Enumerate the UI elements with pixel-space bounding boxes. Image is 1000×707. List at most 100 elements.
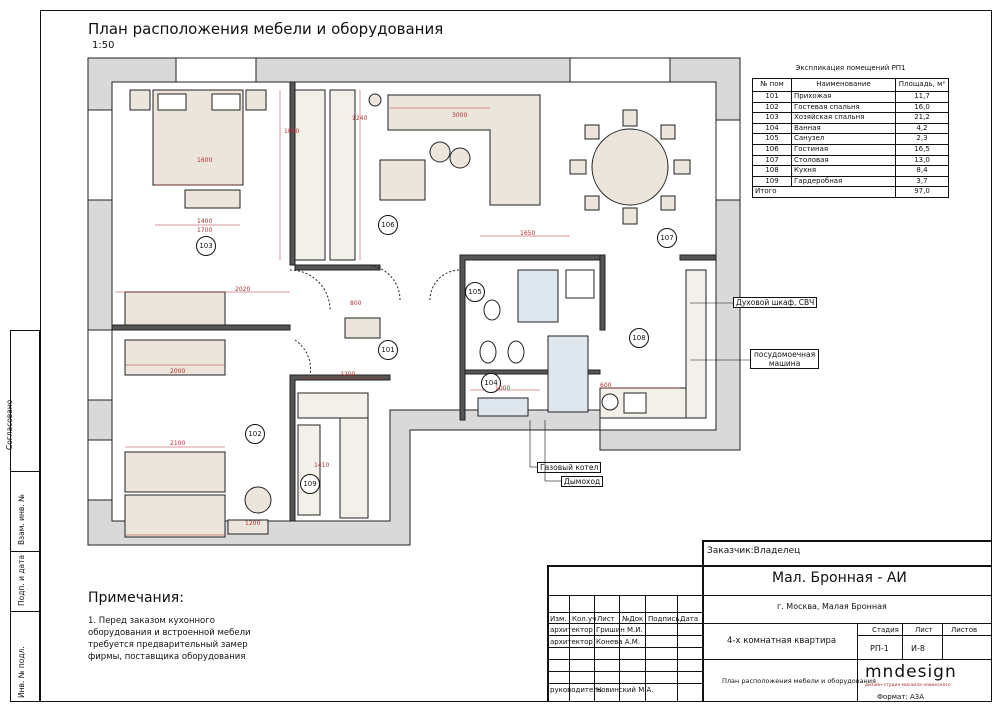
dim-label: 1240: [352, 115, 368, 122]
cell-num: 104: [752, 122, 792, 135]
col-header: Площадь, м²: [895, 78, 949, 92]
room-number: 109: [300, 474, 320, 494]
cell-num: 107: [752, 154, 792, 167]
cell-name: Гостевая спальня: [791, 101, 896, 114]
cell-area: 13,0: [895, 154, 949, 167]
cell-num: 108: [752, 165, 792, 177]
drawing-frame: [40, 10, 992, 702]
window: [175, 57, 257, 83]
room-number: 102: [245, 424, 265, 444]
drawing-scale: 1:50: [92, 40, 115, 51]
table-header-row: № пом Наименование Площадь, м²: [752, 78, 949, 92]
cell-name: Гардеробная: [791, 175, 896, 188]
desk: [124, 291, 226, 326]
explication-table: Экспликация помещений РП1 № пом Наименов…: [752, 58, 949, 198]
window: [715, 119, 741, 201]
bidet: [507, 340, 525, 364]
round-table: [244, 486, 272, 514]
bench: [184, 189, 241, 209]
dim-label: 1860: [284, 128, 300, 135]
partition: [289, 81, 381, 271]
bathtub: [547, 335, 589, 413]
cell-name: Прихожая: [791, 91, 896, 103]
side-cell-agreed: [11, 331, 39, 472]
wardrobe: [329, 89, 356, 261]
dim-label: 2200: [340, 371, 356, 378]
cell-area: 3,7: [895, 175, 949, 188]
room-number: 105: [465, 282, 485, 302]
dim-label: 2000: [170, 368, 186, 375]
dim-label: 1410: [314, 462, 330, 469]
cell-name: Столовая: [791, 154, 896, 167]
cell-num: 101: [752, 91, 792, 103]
total-value: 97,0: [895, 186, 949, 198]
total-label: Итого: [752, 186, 896, 198]
dim-label: 2100: [170, 440, 186, 447]
room-number: 104: [481, 373, 501, 393]
bed-guest: [124, 494, 226, 538]
name-2: Конева А.М.: [596, 638, 641, 646]
cell-name: Ванная: [791, 122, 896, 135]
wardrobe: [294, 89, 326, 261]
notes-text: 1. Перед заказом кухонного оборудования …: [88, 616, 251, 662]
col-sign: Подпись: [648, 615, 680, 623]
dim-label: 600: [600, 382, 612, 389]
sheet-value: И-8: [911, 644, 925, 653]
cell-area: 4,2: [895, 122, 949, 135]
callout-boiler: Газовый котел: [537, 462, 602, 473]
table-total-row: Итого 97,0: [752, 186, 949, 198]
toilet: [483, 299, 501, 321]
col-qty: Кол.уч: [572, 615, 597, 623]
explication-caption: Экспликация помещений РП1: [795, 64, 906, 72]
partition: [599, 254, 606, 331]
role-3: руководитель: [550, 686, 602, 694]
dim-label: 800: [350, 300, 362, 307]
col-header: Наименование: [791, 78, 896, 92]
kitchen-counter: [685, 269, 707, 419]
room-number: 103: [196, 236, 216, 256]
sheets-label: Листов: [951, 626, 978, 634]
hob: [623, 392, 647, 414]
paper-format: Формат: А3А: [877, 693, 925, 701]
project-name: Мал. Бронная - АИ: [772, 570, 907, 586]
dim-label: 3000: [452, 112, 468, 119]
room-number: 101: [378, 340, 398, 360]
wardrobe: [339, 417, 369, 519]
pouf: [344, 317, 381, 339]
studio-logo-sub: дизайн-студия михаила новинского: [865, 683, 951, 688]
dining-table: [591, 128, 669, 206]
dim-label: 1400: [197, 218, 213, 225]
armchair: [379, 159, 426, 201]
window: [87, 109, 113, 201]
col-header: № пом: [752, 78, 792, 92]
side-cell-inv: [11, 471, 39, 552]
col-change: Изм.: [550, 615, 567, 623]
callout-dishwasher-line2: машина: [768, 359, 801, 368]
role-1: архитектор: [550, 626, 593, 634]
dim-label: 1700: [197, 227, 213, 234]
side-stamp-column: [10, 330, 40, 702]
title-block: Заказчик:Владелец Мал. Бронная - АИ г. М…: [547, 540, 992, 702]
cell-num: 106: [752, 143, 792, 156]
name-1: Гришин М.И.: [596, 626, 643, 634]
cell-area: 16,5: [895, 143, 949, 156]
partition: [111, 324, 291, 331]
shower: [517, 269, 559, 323]
callout-oven: Духовой шкаф, СВЧ: [733, 297, 818, 308]
dim-label: 2020: [235, 286, 251, 293]
cell-area: 2,3: [895, 133, 949, 145]
cell-name: Гостиная: [791, 143, 896, 156]
toilet: [479, 340, 497, 364]
sheet-label: Лист: [915, 626, 933, 634]
col-sheet: Лист: [597, 615, 615, 623]
callout-dishwasher-line1: посудомоечная: [754, 350, 816, 359]
callout-dishwasher: посудомоечная машина: [750, 349, 820, 369]
